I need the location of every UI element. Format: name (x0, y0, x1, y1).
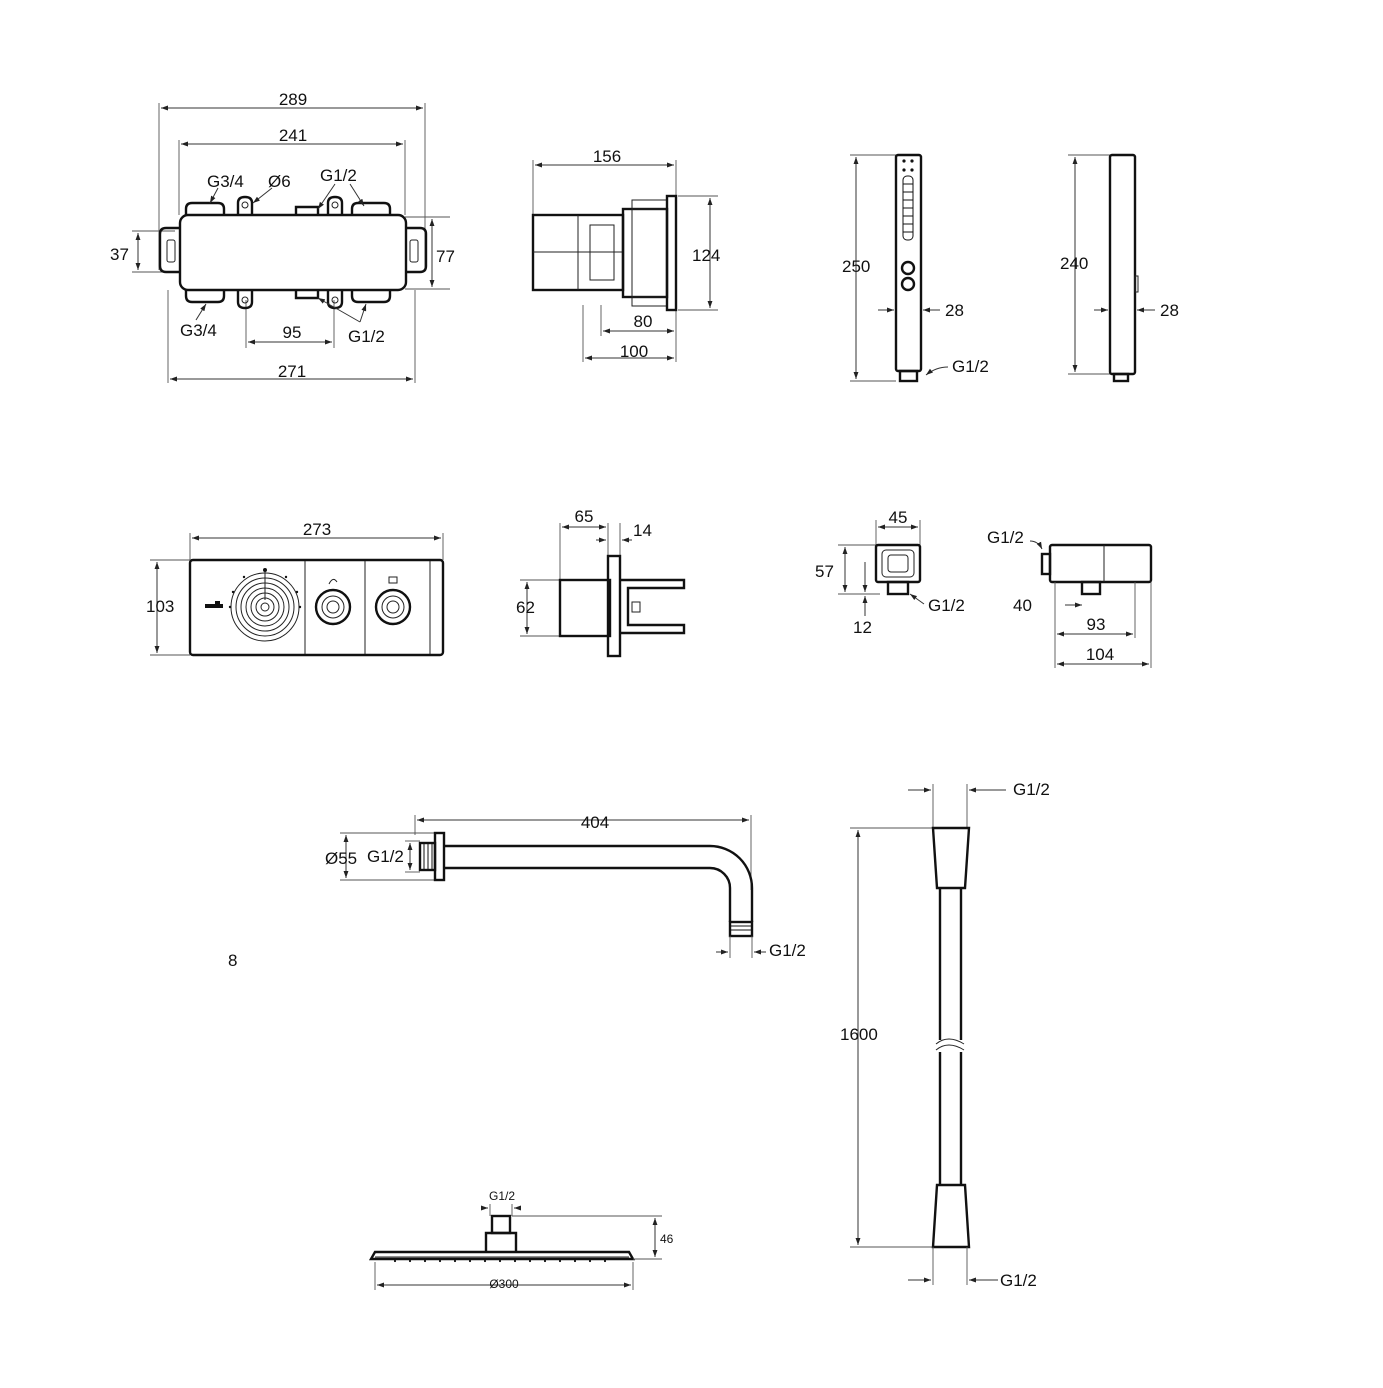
dim-trim-side-depth: 65 (575, 507, 594, 526)
dim-trim-height: 103 (146, 597, 174, 616)
wall-outlet-side-view: G1/2 40 93 104 (987, 528, 1153, 668)
label-connection-bottom-left: G3/4 (180, 321, 217, 340)
dim-side-length: 156 (593, 147, 621, 166)
overhead-shower: G1/2 46 Ø300 (368, 1189, 674, 1291)
label-overhead-thread: G1/2 (489, 1189, 515, 1203)
hand-shower-front-view: 250 28 G1/2 (842, 153, 989, 383)
label-connection-bottom-right: G1/2 (348, 327, 385, 346)
dim-side-height: 124 (692, 246, 720, 265)
hand-shower-side-view: 240 28 (1060, 153, 1179, 383)
dim-valve-height: 77 (436, 247, 455, 266)
label-hose-bottom-thread: G1/2 (1000, 1271, 1037, 1290)
dim-side-depth-b: 100 (620, 342, 648, 361)
dim-overhead-height: 46 (660, 1232, 674, 1246)
dim-valve-base-width: 271 (278, 362, 306, 381)
label-outlet-side-connection: G1/2 (987, 528, 1024, 547)
dim-outlet-width: 45 (889, 508, 908, 527)
dim-outlet-height: 57 (815, 562, 834, 581)
label-connection-top-left: G3/4 (207, 172, 244, 191)
shower-hose: G1/2 1600 G1/2 (840, 780, 1050, 1290)
button-bottom (900, 276, 916, 292)
thermostat-dial (228, 568, 302, 642)
label-outlet-connection: G1/2 (928, 596, 965, 615)
dim-valve-overall-width: 289 (279, 90, 307, 109)
dim-valve-inner-width: 241 (279, 126, 307, 145)
wall-outlet-front-view: 45 57 12 G1/2 (815, 508, 965, 637)
dim-trim-side-height: 62 (516, 598, 535, 617)
dim-side-depth-a: 80 (634, 312, 653, 331)
overhead-shower-control-knob (374, 576, 412, 626)
spray-face (393, 1259, 607, 1263)
temperature-icon (205, 601, 223, 608)
dim-center-distance: 95 (283, 323, 302, 342)
dim-outlet-side-depth-b: 104 (1086, 645, 1114, 664)
stray-mark: 8 (228, 951, 237, 970)
dim-valve-depth: 37 (110, 245, 129, 264)
dim-hose-length: 1600 (840, 1025, 878, 1044)
dim-hand-shower-length: 250 (842, 257, 870, 276)
valve-body-front-view: 289 241 G3/4 Ø6 G1/2 37 77 G3/4 95 G1/2 … (110, 90, 455, 383)
trim-plate-front-view: 273 103 (146, 520, 445, 657)
trim-plate-side-view: 65 14 62 (516, 507, 686, 658)
dim-arm-flange-diameter: Ø55 (325, 849, 357, 868)
hand-shower-control-knob (314, 578, 352, 626)
label-connection-top-right: G1/2 (320, 166, 357, 185)
shower-arm: 404 Ø55 G1/2 G1/2 (325, 813, 806, 960)
dim-hand-shower-side-width: 28 (1160, 301, 1179, 320)
valve-body-side-view: 156 124 80 100 (531, 147, 720, 362)
dim-outlet-offset: 12 (853, 618, 872, 637)
label-arm-inlet-thread: G1/2 (367, 847, 404, 866)
dim-trim-side-plate: 14 (633, 521, 652, 540)
spray-nozzles (902, 159, 914, 241)
dim-arm-length: 404 (581, 813, 609, 832)
dim-outlet-side-offset: 40 (1013, 596, 1032, 615)
label-hose-top-thread: G1/2 (1013, 780, 1050, 799)
dim-trim-width: 273 (303, 520, 331, 539)
label-hand-shower-connection: G1/2 (952, 357, 989, 376)
dim-hand-shower-side-length: 240 (1060, 254, 1088, 273)
button-top (900, 260, 916, 276)
dim-overhead-diameter: Ø300 (489, 1277, 519, 1291)
label-hole-diameter: Ø6 (268, 172, 291, 191)
dim-hand-shower-width: 28 (945, 301, 964, 320)
dim-outlet-side-depth-a: 93 (1087, 615, 1106, 634)
label-arm-outlet-thread: G1/2 (769, 941, 806, 960)
